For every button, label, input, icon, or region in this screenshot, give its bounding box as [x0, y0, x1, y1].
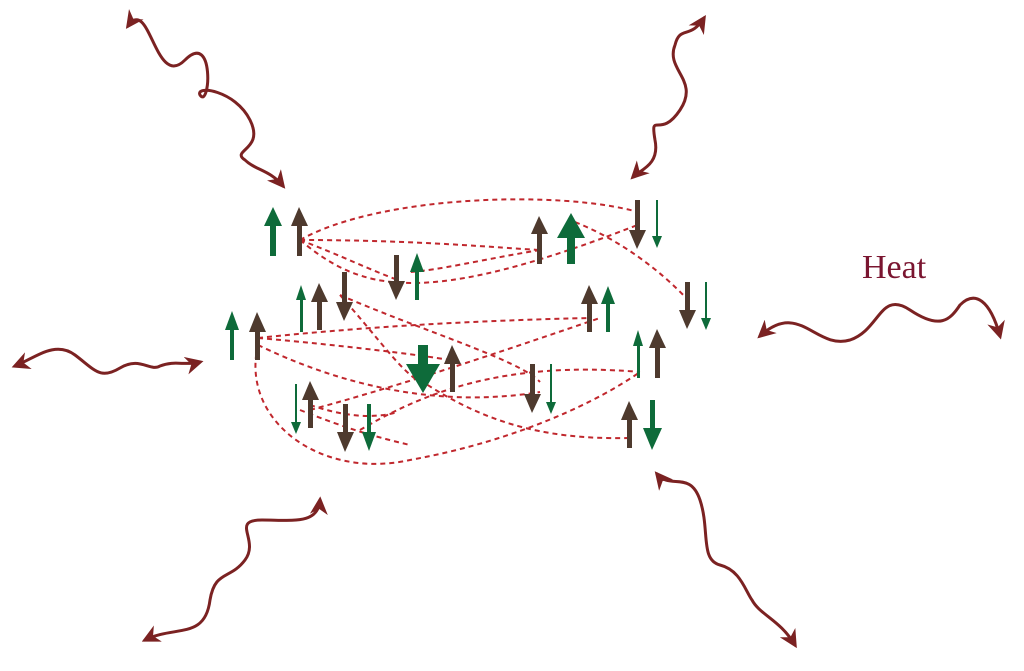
spin-down-green-thin	[701, 282, 711, 330]
spin-down-brown	[388, 255, 405, 300]
spin-up-brown	[249, 312, 266, 360]
spin-down-green-thin	[652, 200, 662, 248]
spin-down-brown	[524, 364, 541, 413]
spin-down-green	[362, 404, 376, 451]
spin-down-brown	[337, 404, 354, 452]
spin-down-green-large	[406, 345, 440, 393]
spin-down-brown	[629, 200, 646, 249]
spin-down-green-thin	[546, 364, 556, 414]
heat-label: Heat	[862, 249, 927, 286]
heat-wave-top-right	[630, 14, 706, 180]
spin-up-green-thin	[296, 285, 306, 332]
spin-down-green	[643, 400, 662, 450]
heat-wave-top-left	[125, 9, 286, 189]
spin-down-green-thin	[291, 384, 301, 434]
spin-up-brown	[581, 285, 598, 332]
spin-up-brown	[311, 283, 328, 330]
heat-wave-left	[11, 347, 204, 375]
spin-up-green	[225, 311, 239, 360]
spin-up-brown	[621, 401, 638, 448]
heat-wave-bottom-left	[141, 496, 328, 642]
heat-waves	[11, 9, 1005, 649]
spin-arrows	[225, 200, 711, 452]
heat-wave-bottom-right	[654, 471, 797, 649]
spin-up-brown	[291, 207, 308, 256]
spin-up-green-large	[557, 213, 585, 264]
spin-up-green	[410, 253, 424, 300]
spin-up-brown	[302, 381, 319, 428]
spin-up-brown	[649, 329, 666, 378]
spin-down-brown	[336, 272, 353, 321]
heat-wave-right	[757, 296, 1005, 343]
spin-up-brown	[531, 216, 548, 264]
spin-up-green-thin	[633, 330, 643, 378]
spin-down-brown	[679, 282, 696, 329]
spin-up-brown	[444, 345, 461, 392]
spin-up-green	[601, 286, 615, 332]
spin-up-green	[264, 207, 282, 256]
spin-interactions	[254, 198, 689, 465]
